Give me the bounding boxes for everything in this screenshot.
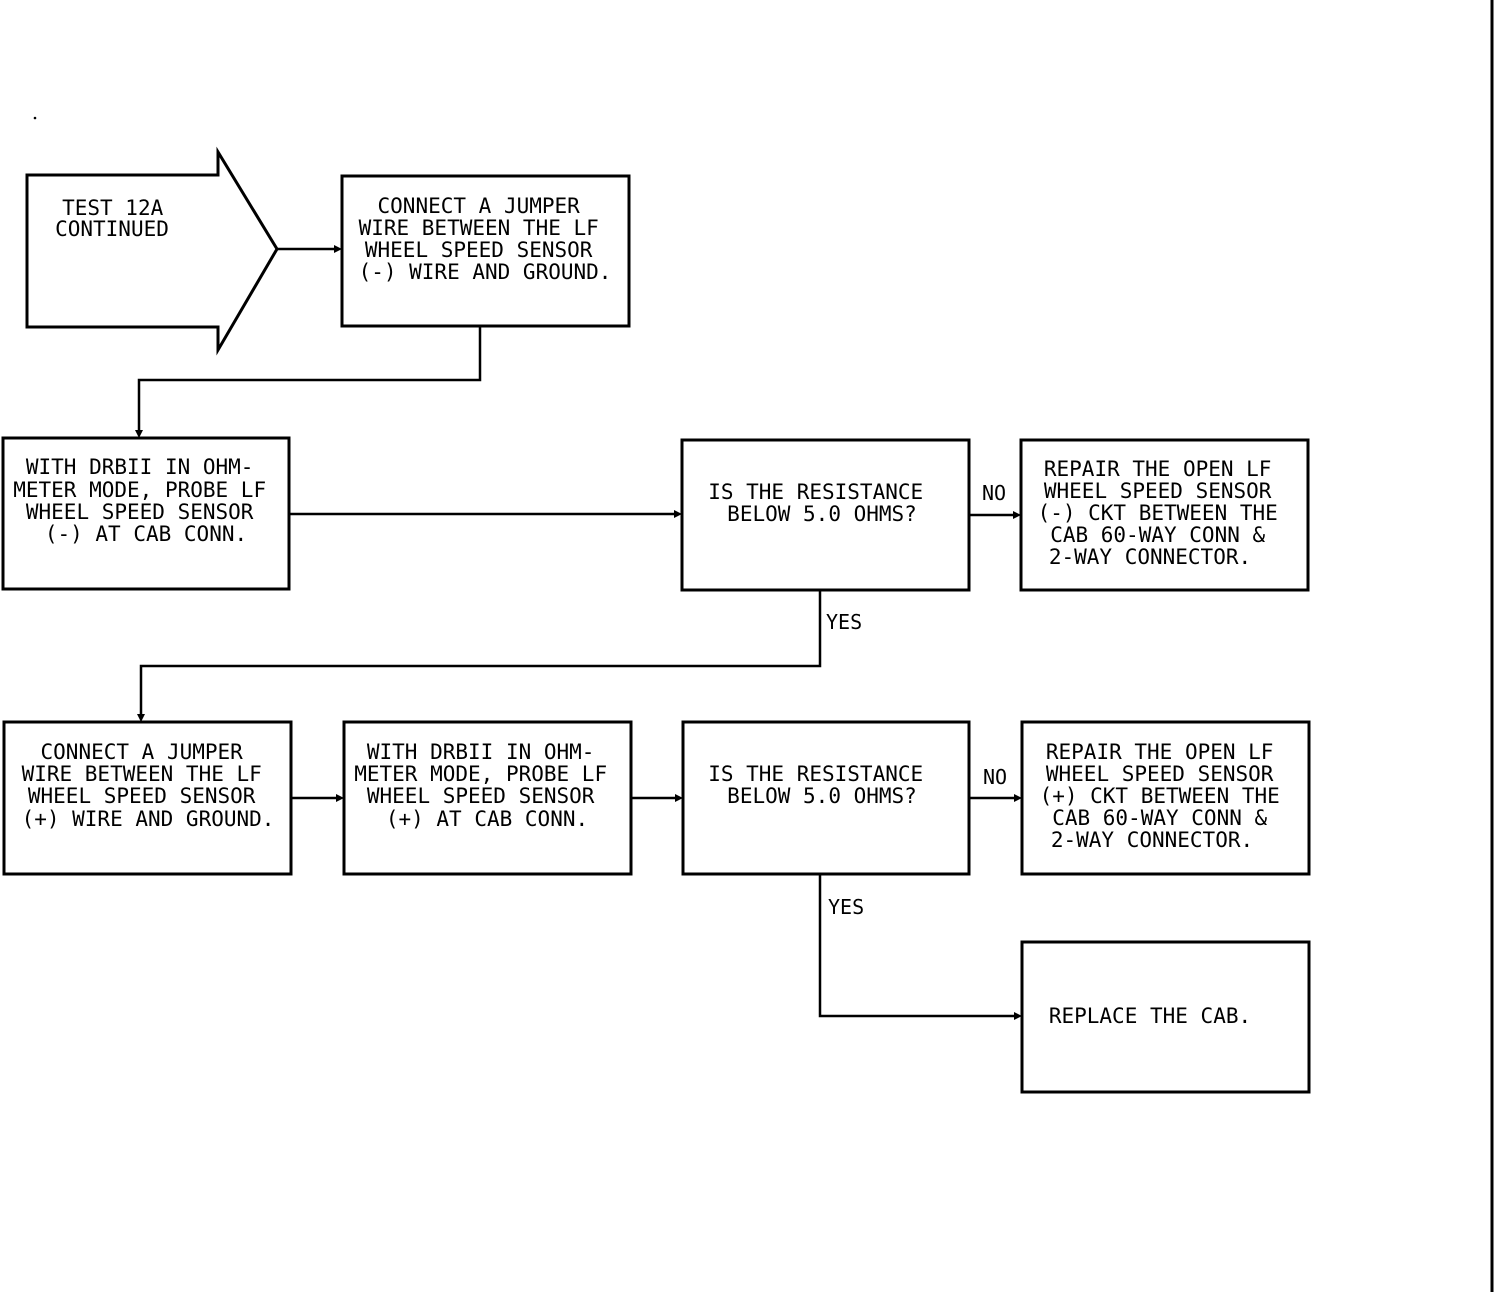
replace-cab-text: REPLACE THE CAB. [1049,1004,1251,1028]
start-arrow-shape [25,146,279,356]
connect-jumper-minus-text: CONNECT A JUMPER WIRE BETWEEN THE LF WHE… [359,194,612,284]
arrowhead [675,794,683,802]
repair-plus-text: REPAIR THE OPEN LF WHEEL SPEED SENSOR (+… [1040,740,1293,852]
decision-1-box [680,438,971,592]
decision-2-box [681,720,971,876]
edge-connect-minus-to-probe-minus [137,326,482,432]
probe-minus-box [1,436,291,591]
repair-plus-box [1020,720,1311,876]
edge-label-yes-2: YES [828,895,864,919]
arrowhead [674,510,682,518]
arrowhead [137,714,145,722]
decision-2-text: IS THE RESISTANCE BELOW 5.0 OHMS? [708,762,936,808]
stray-dot [33,116,37,120]
arrowhead [334,245,342,253]
edge-label-no-1: NO [982,481,1006,505]
connect-jumper-minus-box [340,174,631,328]
arrowhead [336,794,344,802]
edge-label-yes-1: YES [826,610,862,634]
repair-minus-box [1019,438,1310,592]
probe-minus-text: WITH DRBII IN OHM- METER MODE, PROBE LF … [13,455,279,546]
connect-jumper-plus-text: CONNECT A JUMPER WIRE BETWEEN THE LF WHE… [22,740,275,831]
start-arrow-text: TEST 12A CONTINUED [55,196,176,241]
edge-decision-1-yes [139,590,822,716]
replace-cab-box [1020,940,1311,1094]
edge-decision-2-yes [818,874,1016,1018]
connect-jumper-plus-box [2,720,293,876]
arrowhead [135,430,143,438]
arrowhead [1013,511,1021,519]
arrowhead [1014,1012,1022,1020]
decision-1-text: IS THE RESISTANCE BELOW 5.0 OHMS? [708,480,936,526]
arrowhead [1014,794,1022,802]
repair-minus-text: REPAIR THE OPEN LF WHEEL SPEED SENSOR (-… [1038,457,1291,569]
probe-plus-text: WITH DRBII IN OHM- METER MODE, PROBE LF … [354,740,620,831]
edge-label-no-2: NO [983,765,1007,789]
